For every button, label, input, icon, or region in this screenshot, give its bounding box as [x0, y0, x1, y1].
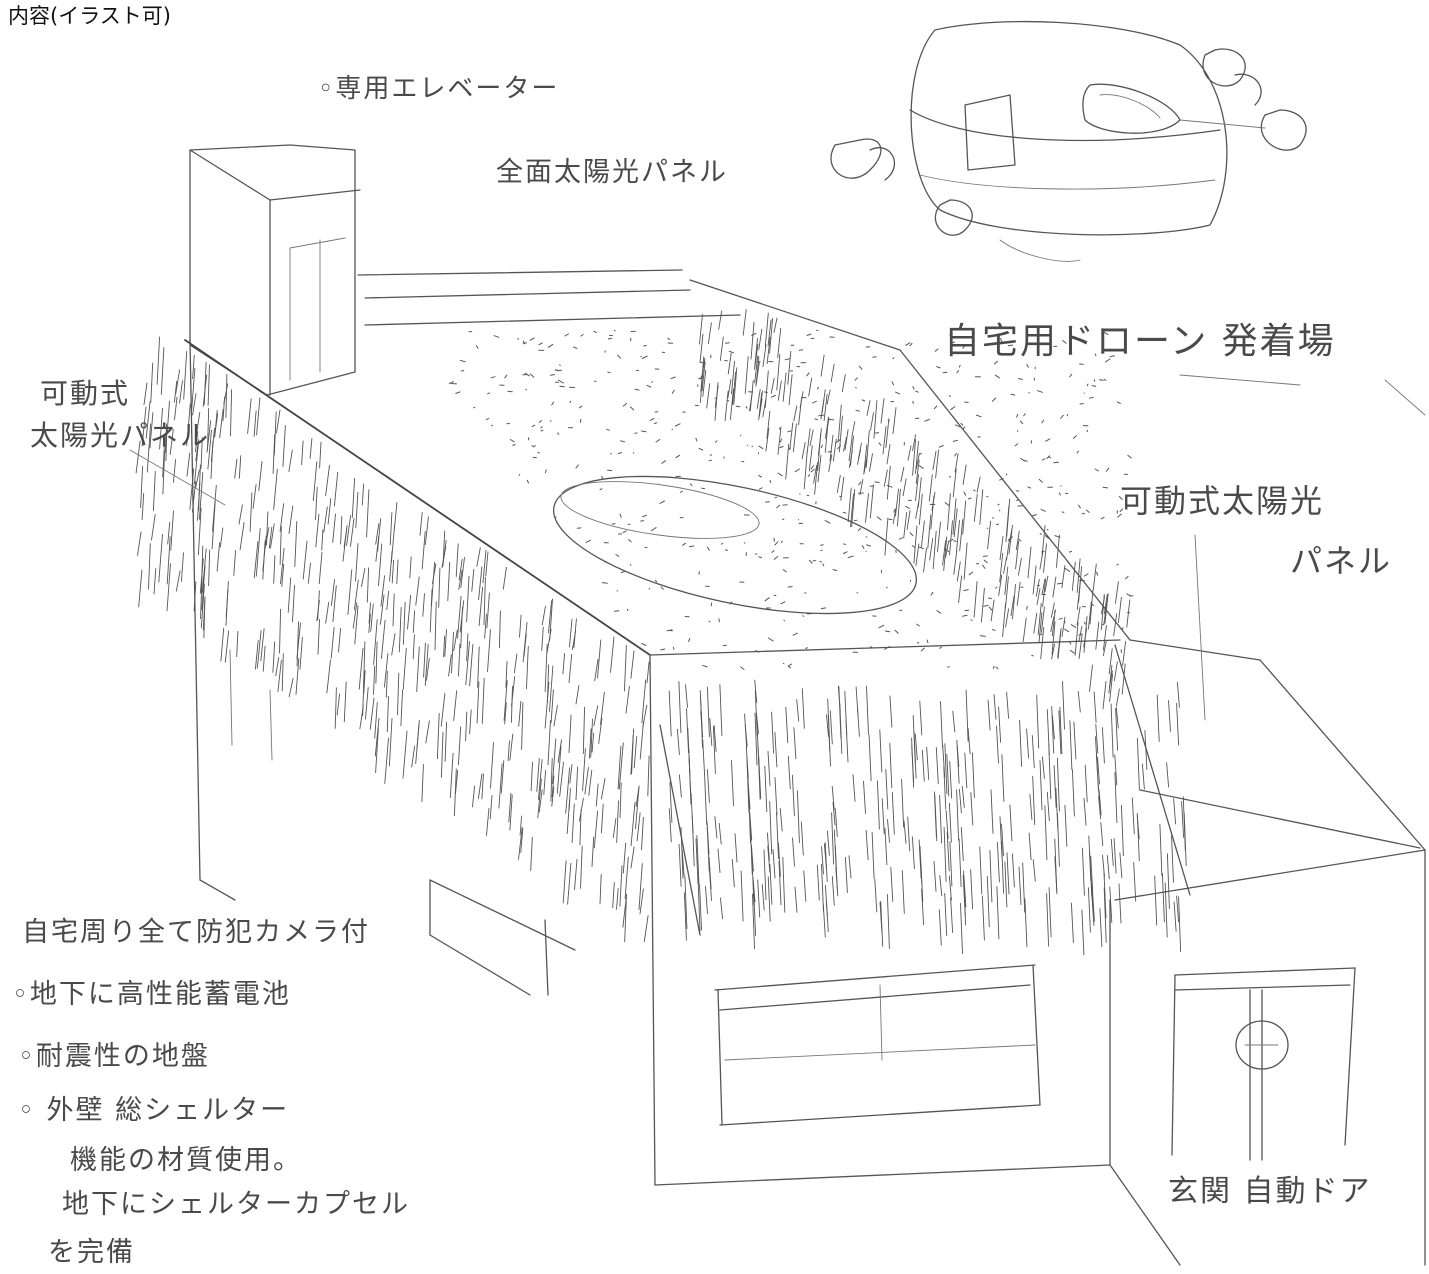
note-1: 自宅周り全て防犯カメラ付: [22, 917, 370, 948]
note-6: 地下にシェルターカプセル: [62, 1189, 410, 1220]
label-movable-right-1: 可動式太陽光: [1120, 482, 1325, 520]
label-movable-left-1: 可動式: [40, 377, 131, 410]
leader-lines: [129, 374, 1426, 721]
note-5: 機能の材質使用。: [70, 1145, 302, 1176]
drone-landing-pad: [552, 475, 918, 615]
label-entrance: 玄関 自動ドア: [1168, 1174, 1372, 1209]
note-2: ◦地下に高性能蓄電池: [12, 979, 291, 1010]
left-roof-hatching: [135, 336, 650, 943]
front-window: [714, 964, 1041, 1126]
label-elevator: ◦専用エレベーター: [318, 74, 560, 104]
label-drone-port: 自宅用ドローン 発着場: [944, 321, 1336, 362]
right-roof-hatching: [699, 309, 1131, 710]
front-roof-hatching: [668, 679, 1187, 956]
note-4: ◦ 外壁 総シェルター: [18, 1095, 290, 1126]
form-header: 内容(イラスト可): [8, 4, 171, 28]
label-movable-left-2: 太陽光パネル: [30, 419, 211, 452]
drone-sketch: [830, 20, 1307, 262]
roof-top-stipple: [448, 329, 1134, 670]
roof-railing: [357, 269, 741, 326]
note-3: ◦耐震性の地盤: [18, 1041, 210, 1072]
entrance-door: [1171, 967, 1356, 1161]
label-full-solar: 全面太陽光パネル: [496, 157, 728, 188]
building-outline: [184, 279, 1426, 1266]
elevator-tower: [189, 144, 361, 396]
note-7: を完備: [48, 1237, 135, 1268]
label-movable-right-2: パネル: [1290, 542, 1393, 580]
